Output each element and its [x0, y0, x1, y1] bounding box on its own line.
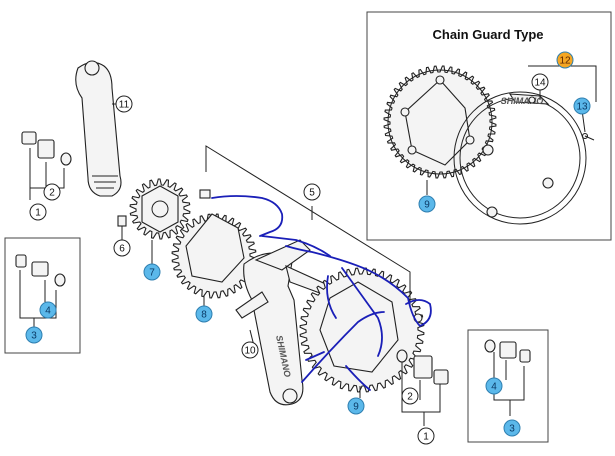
callout-number: 12	[559, 56, 571, 67]
big-chainring	[299, 267, 425, 393]
callout-number: 5	[309, 188, 315, 199]
callout-c8: 8	[195, 305, 213, 323]
callout-number: 9	[353, 402, 359, 413]
callout-badge	[39, 301, 57, 319]
callout-number: 3	[509, 424, 515, 435]
callout-c2b: 2	[401, 387, 419, 405]
callout-number: 3	[31, 331, 37, 342]
callout-badge	[195, 305, 213, 323]
callout-c1b: 1	[417, 427, 435, 445]
callout-badge	[485, 377, 503, 395]
callout-badge	[113, 239, 131, 257]
chainring-bolt-bracket	[199, 145, 411, 308]
callout-number: 8	[201, 310, 207, 321]
callout-number: 1	[35, 208, 41, 219]
inset-title: Chain Guard Type	[433, 27, 544, 42]
callout-number: 4	[491, 382, 497, 393]
callout-number: 6	[119, 244, 125, 255]
callout-number: 14	[534, 78, 546, 89]
callout-c7: 7	[143, 263, 161, 281]
callout-c9a: 9	[347, 397, 365, 415]
right-crank-arm: SHIMANO	[235, 239, 331, 406]
left-crank-arm	[75, 60, 122, 197]
callout-badge	[43, 183, 61, 201]
callout-number: 9	[424, 200, 430, 211]
svg-text:SHIMANO: SHIMANO	[501, 96, 544, 106]
callout-c14: 14	[531, 73, 549, 91]
callout-number: 13	[576, 102, 588, 113]
inset-chainring	[383, 65, 497, 179]
callout-badge	[25, 326, 43, 344]
callout-number: 4	[45, 306, 51, 317]
right-detail-box	[467, 329, 549, 443]
callout-badge	[143, 263, 161, 281]
inset-frame	[366, 11, 612, 241]
inset-chain-guard: SHIMANO	[453, 91, 595, 225]
small-chainring	[117, 178, 191, 265]
callout-c6: 6	[113, 239, 131, 257]
chain-guard-inset: Chain Guard Type SHIMANO	[366, 11, 612, 241]
callout-number: 11	[119, 100, 130, 111]
right-crank-bolt-stack	[396, 349, 449, 426]
callout-c5: 5	[303, 183, 321, 201]
callout-number: 10	[244, 346, 256, 357]
callout-badge	[303, 183, 321, 201]
callout-number: 7	[149, 268, 155, 279]
callout-badge	[241, 341, 259, 359]
callout-c4b: 4	[485, 377, 503, 395]
callout-badge	[531, 73, 549, 91]
callout-c4a: 4	[39, 301, 57, 319]
callout-badge	[573, 97, 591, 115]
callout-badge	[401, 387, 419, 405]
callout-number: 1	[423, 432, 429, 443]
callout-number: 2	[407, 392, 413, 403]
callout-badge	[29, 203, 47, 221]
middle-chainring	[171, 213, 257, 310]
callout-c12: 12	[556, 51, 574, 69]
hand-drawn-annotation	[211, 195, 432, 391]
callout-badge	[556, 51, 574, 69]
callout-badge	[503, 419, 521, 437]
callout-c11: 11	[115, 95, 133, 113]
left-detail-box	[4, 237, 81, 354]
callout-c1a: 1	[29, 203, 47, 221]
callout-c3a: 3	[25, 326, 43, 344]
callout-c3b: 3	[503, 419, 521, 437]
callout-c2a: 2	[43, 183, 61, 201]
callout-c10: 10	[241, 341, 259, 359]
callout-badge	[347, 397, 365, 415]
callout-badge	[115, 95, 133, 113]
callout-badge	[417, 427, 435, 445]
callout-badge	[418, 195, 436, 213]
callout-c9b: 9	[418, 195, 436, 213]
left-crank-bolt-stack	[21, 131, 72, 200]
callout-number: 2	[49, 188, 55, 199]
callout-c13: 13	[573, 97, 591, 115]
